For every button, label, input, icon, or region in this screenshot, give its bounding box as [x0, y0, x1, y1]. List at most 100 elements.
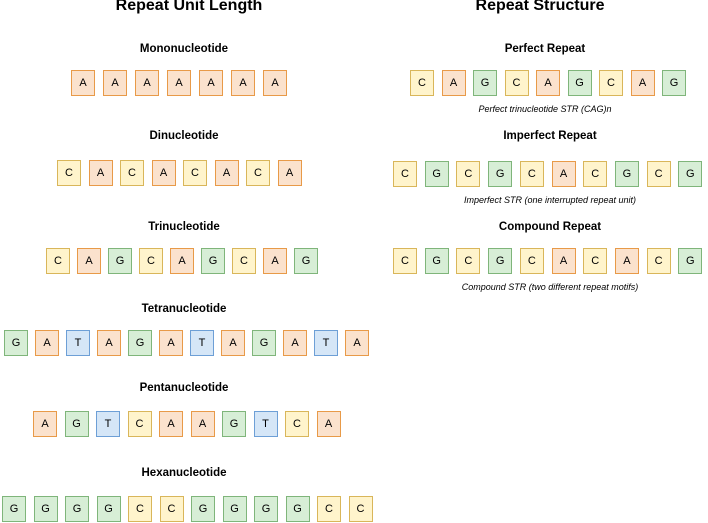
nucleotide-c: C — [317, 496, 341, 522]
nucleotide-a: A — [135, 70, 159, 96]
nucleotide-a: A — [199, 70, 223, 96]
nucleotide-a: A — [71, 70, 95, 96]
nucleotide-a: A — [551, 161, 576, 187]
nucleotide-g: G — [254, 496, 278, 522]
nucleotide-a: A — [77, 248, 101, 274]
imperfect-repeat-caption: Imperfect STR (one interrupted repeat un… — [463, 195, 637, 205]
hexanucleotide-title: Hexanucleotide — [141, 467, 227, 479]
nucleotide-c: C — [139, 248, 163, 274]
compound-repeat-title: Compound Repeat — [498, 221, 602, 233]
pentanucleotide-title: Pentanucleotide — [139, 382, 229, 394]
nucleotide-c: C — [232, 248, 256, 274]
nucleotide-g: G — [678, 161, 703, 187]
nucleotide-g: G — [222, 411, 246, 437]
nucleotide-a: A — [159, 330, 183, 356]
nucleotide-t: T — [314, 330, 338, 356]
nucleotide-c: C — [646, 161, 671, 187]
nucleotide-a: A — [536, 70, 560, 96]
nucleotide-t: T — [190, 330, 214, 356]
nucleotide-g: G — [2, 496, 26, 522]
perfect-repeat-title: Perfect Repeat — [504, 43, 586, 55]
nucleotide-a: A — [88, 160, 113, 186]
nucleotide-c: C — [183, 160, 207, 186]
nucleotide-g: G — [128, 330, 152, 356]
dinucleotide-title: Dinucleotide — [149, 130, 219, 142]
nucleotide-t: T — [253, 411, 278, 437]
nucleotide-a: A — [263, 70, 287, 96]
nucleotide-g: G — [662, 70, 686, 96]
nucleotide-c: C — [159, 496, 184, 522]
nucleotide-c: C — [120, 160, 144, 186]
nucleotide-g: G — [424, 161, 449, 187]
nucleotide-g: G — [567, 70, 592, 96]
nucleotide-c: C — [456, 248, 481, 274]
nucleotide-a: A — [345, 330, 369, 356]
nucleotide-c: C — [599, 70, 623, 96]
nucleotide-t: T — [66, 330, 90, 356]
nucleotide-c: C — [504, 70, 529, 96]
nucleotide-a: A — [630, 70, 655, 96]
nucleotide-c: C — [348, 496, 373, 522]
nucleotide-g: G — [191, 496, 215, 522]
nucleotide-g: G — [201, 248, 225, 274]
nucleotide-g: G — [33, 496, 58, 522]
nucleotide-a: A — [35, 330, 59, 356]
nucleotide-c: C — [393, 248, 417, 274]
nucleotide-a: A — [316, 411, 341, 437]
nucleotide-g: G — [65, 496, 89, 522]
nucleotide-c: C — [583, 248, 608, 274]
nucleotide-c: C — [519, 161, 544, 187]
nucleotide-a: A — [170, 248, 194, 274]
nucleotide-g: G — [285, 496, 310, 522]
nucleotide-g: G — [252, 330, 276, 356]
nucleotide-c: C — [127, 411, 152, 437]
nucleotide-a: A — [33, 411, 57, 437]
nucleotide-c: C — [246, 160, 270, 186]
nucleotide-a: A — [103, 70, 127, 96]
nucleotide-c: C — [57, 160, 81, 186]
imperfect-repeat-title: Imperfect Repeat — [503, 130, 597, 142]
tetranucleotide-title: Tetranucleotide — [141, 303, 227, 315]
nucleotide-g: G — [424, 248, 449, 274]
nucleotide-g: G — [488, 161, 513, 187]
nucleotide-a: A — [551, 248, 576, 274]
compound-repeat-caption: Compound STR (two different repeat motif… — [461, 282, 639, 292]
nucleotide-a: A — [441, 70, 466, 96]
nucleotide-g: G — [614, 161, 639, 187]
nucleotide-c: C — [128, 496, 152, 522]
nucleotide-g: G — [64, 411, 89, 437]
nucleotide-a: A — [614, 248, 639, 274]
nucleotide-g: G — [488, 248, 513, 274]
nucleotide-c: C — [456, 161, 481, 187]
nucleotide-a: A — [221, 330, 245, 356]
nucleotide-g: G — [108, 248, 132, 274]
nucleotide-a: A — [159, 411, 183, 437]
mononucleotide-title: Mononucleotide — [139, 43, 229, 55]
nucleotide-c: C — [285, 411, 309, 437]
nucleotide-c: C — [393, 161, 417, 187]
nucleotide-g: G — [4, 330, 28, 356]
nucleotide-c: C — [46, 248, 70, 274]
nucleotide-c: C — [583, 161, 608, 187]
nucleotide-a: A — [214, 160, 239, 186]
nucleotide-g: G — [294, 248, 318, 274]
nucleotide-a: A — [263, 248, 287, 274]
nucleotide-g: G — [222, 496, 247, 522]
trinucleotide-title: Trinucleotide — [148, 221, 220, 233]
nucleotide-c: C — [646, 248, 671, 274]
nucleotide-g: G — [678, 248, 703, 274]
nucleotide-c: C — [410, 70, 434, 96]
nucleotide-a: A — [277, 160, 302, 186]
nucleotide-t: T — [96, 411, 120, 437]
nucleotide-g: G — [96, 496, 121, 522]
repeat-structure-heading: Repeat Structure — [475, 0, 605, 14]
nucleotide-g: G — [473, 70, 497, 96]
nucleotide-a: A — [97, 330, 121, 356]
